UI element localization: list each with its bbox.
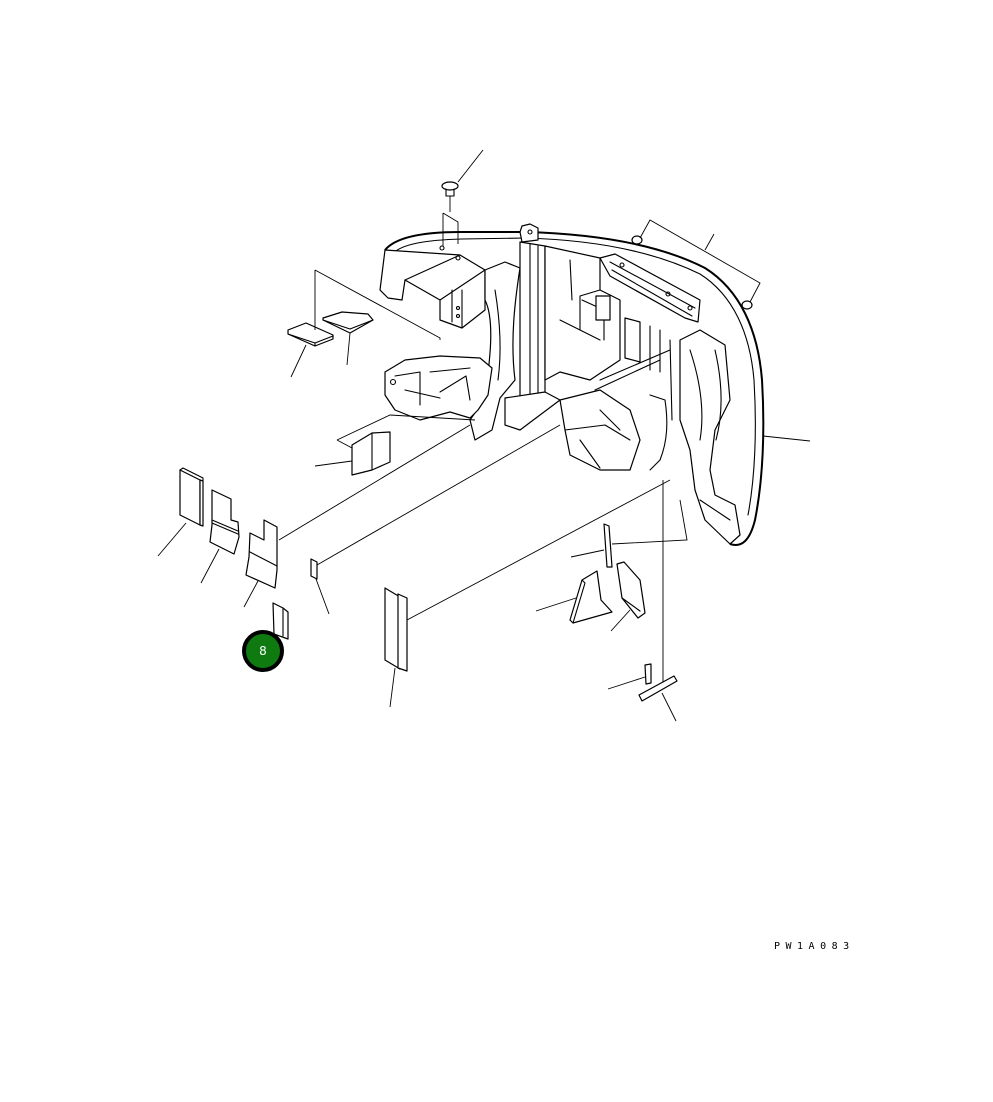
pad-bar <box>638 675 678 722</box>
drawing-id-label: PW1A083 <box>774 941 855 952</box>
pad-triangle <box>535 570 613 624</box>
pad-long-strip <box>384 479 671 708</box>
pad-wedge-upper-left-b <box>322 311 374 366</box>
pad-small-block <box>607 663 652 690</box>
pad-angled-left <box>314 414 476 476</box>
callout-number: 8 <box>259 644 267 658</box>
pad-wedge-upper-left-a <box>287 322 334 378</box>
pad-notched-b <box>243 424 471 608</box>
pad-small-square <box>310 424 561 615</box>
clip-top <box>441 149 484 246</box>
clips-right-pair <box>631 219 761 310</box>
pad-slanted <box>610 561 646 632</box>
pad-thin-vertical <box>570 480 688 685</box>
pad-tall-left <box>157 467 204 557</box>
leader-main-shell <box>762 435 811 442</box>
pad-small-tall <box>272 602 289 640</box>
main-shell <box>379 223 765 546</box>
leader-upper-group <box>314 269 441 340</box>
pad-notched-a <box>200 489 240 584</box>
callout-hotspot-8[interactable]: 8 <box>242 630 284 672</box>
